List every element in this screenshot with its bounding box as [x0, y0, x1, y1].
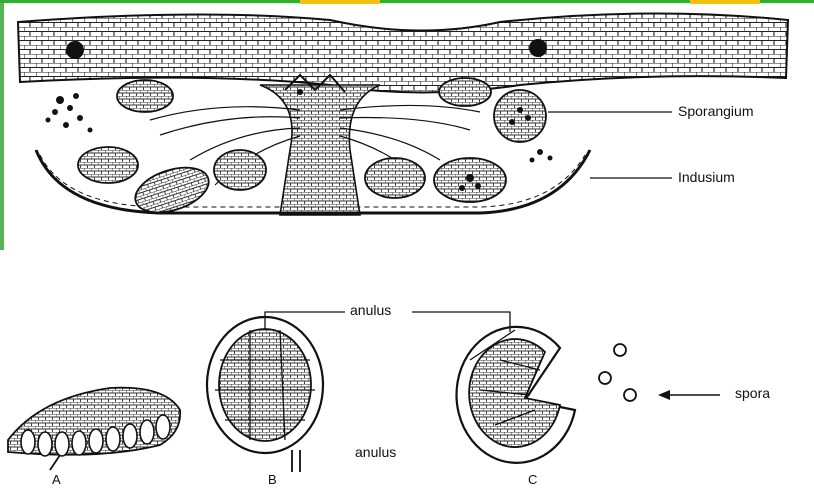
leaf-cross-section [18, 13, 788, 220]
indusium-label: Indusium [678, 169, 735, 185]
sporangium-5 [494, 90, 546, 142]
sporangium-side-view-a [8, 388, 180, 470]
sporangium-1 [117, 80, 173, 112]
sporangium-4 [439, 78, 491, 106]
panel-letter-b: B [268, 472, 277, 487]
vascular-bundle-right [529, 39, 547, 57]
sporangium-8 [214, 150, 266, 190]
anulus-bottom-label: anulus [355, 444, 396, 460]
spore-2 [599, 372, 611, 384]
spore-1 [614, 344, 626, 356]
vascular-bundle-left [66, 41, 84, 59]
sporangium-closed-b [207, 317, 323, 472]
sporangium-7 [365, 158, 425, 198]
released-spores [599, 344, 636, 401]
spore-3 [624, 389, 636, 401]
panel-letter-c: C [528, 472, 537, 487]
panel-letter-a: A [52, 472, 61, 487]
anulus-top-label: anulus [350, 302, 391, 318]
sporangium-label: Sporangium [678, 103, 754, 119]
sporangium-3 [78, 147, 138, 183]
receptacle [260, 85, 380, 215]
sporangium-open-c [457, 327, 575, 463]
spora-arrow [658, 390, 720, 400]
spora-label: spora [735, 385, 770, 401]
